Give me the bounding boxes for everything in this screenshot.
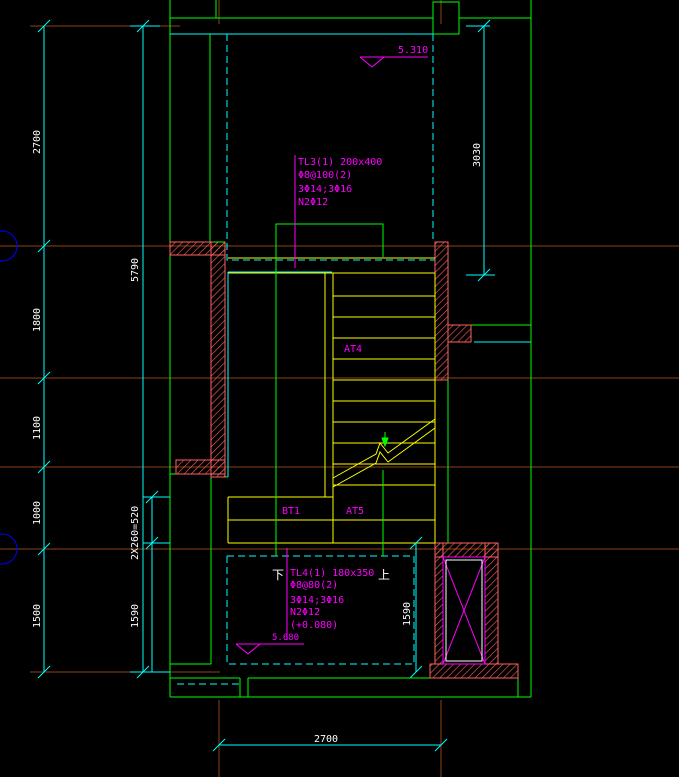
label-down: 下 — [272, 568, 284, 582]
dim-left-2: 1800 — [32, 308, 43, 332]
hatched-walls — [169, 241, 519, 679]
tl3-line1: TL3(1) 200x400 — [298, 157, 382, 168]
label-at4: AT4 — [344, 344, 362, 355]
beam-outlines — [214, 223, 384, 556]
dimension-lines — [37, 19, 495, 752]
tl4-line3: 3Φ14;3Φ16 — [290, 595, 344, 606]
dim-mid-lower: 1590 — [130, 604, 141, 628]
hatch-shaft-frame-t — [434, 542, 499, 558]
dim-left-4: 1000 — [32, 501, 43, 525]
hatch-shaft-frame-r — [484, 542, 499, 665]
axis-bubble-lower — [0, 533, 18, 565]
tl4-line4: N2Φ12 — [290, 607, 320, 618]
hatch-right-notch — [447, 324, 472, 343]
dim-mid-stairs: 2X260=520 — [130, 506, 141, 560]
hatch-left-bottom — [175, 459, 226, 475]
dim-left-1: 2700 — [32, 130, 43, 154]
dim-left-3: 1100 — [32, 416, 43, 440]
tl3-line2: Φ8@100(2) — [298, 170, 352, 181]
tl4-line5: (+0.080) — [290, 620, 338, 631]
label-at5: AT5 — [346, 506, 364, 517]
tl4-line2: Φ8@80(2) — [290, 580, 338, 591]
hatch-shaft-frame-b — [429, 663, 519, 679]
axis-bubble-upper — [0, 230, 18, 262]
axis-bubbles — [0, 230, 18, 565]
hatch-left-top — [169, 241, 226, 256]
slab-dashed — [177, 34, 435, 685]
tl3-line4: N2Φ12 — [298, 197, 328, 208]
tl4-line1: TL4(1) 180x350 — [290, 568, 374, 579]
hatch-left-column — [210, 241, 226, 478]
label-bt1: BT1 — [282, 506, 300, 517]
dim-right-lower: 1590 — [402, 602, 413, 626]
leader-lines — [235, 56, 428, 655]
tl3-line3: 3Φ14;3Φ16 — [298, 184, 352, 195]
stair-structure — [227, 257, 436, 544]
label-up: 上 — [378, 568, 390, 582]
hatch-shaft-frame-l — [434, 542, 444, 665]
slab-lines — [170, 33, 531, 477]
direction-arrows — [381, 432, 389, 448]
stair-break-line — [332, 418, 436, 488]
shaft-inner — [445, 559, 483, 662]
dim-mid-overall: 5790 — [130, 258, 141, 282]
shaft — [442, 556, 486, 665]
stair-treads — [333, 295, 435, 486]
elevation-top: 5.310 — [398, 45, 428, 56]
hatch-right-column — [434, 241, 449, 381]
elevation-bottom: 5.680 — [272, 633, 299, 643]
dim-bottom: 2700 — [314, 734, 338, 745]
dim-left-5: 1500 — [32, 604, 43, 628]
dim-right-upper: 3030 — [472, 143, 483, 167]
